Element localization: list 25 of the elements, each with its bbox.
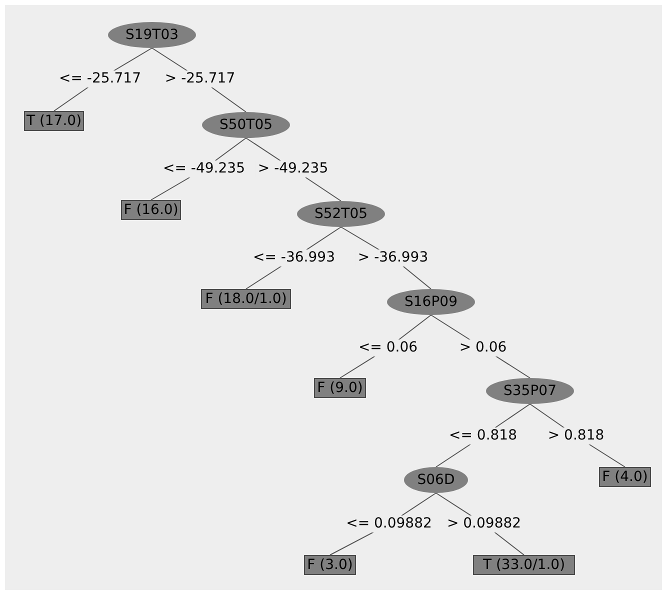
node-label: T (17.0) bbox=[26, 113, 82, 129]
node-label: S50T05 bbox=[219, 117, 273, 133]
node-label: S35P07 bbox=[504, 383, 556, 399]
edge-label: <= -25.717 bbox=[57, 70, 143, 88]
edge-label: <= -49.235 bbox=[161, 160, 247, 178]
decision-ellipse bbox=[297, 201, 385, 227]
node-label: F (9.0) bbox=[317, 380, 363, 396]
leaf-box bbox=[473, 555, 575, 575]
edge-label: <= -36.993 bbox=[251, 250, 337, 266]
leaf-box bbox=[201, 289, 291, 309]
decision-ellipse bbox=[108, 22, 196, 48]
node-label: S52T05 bbox=[314, 206, 368, 222]
node-label: F (18.0/1.0) bbox=[205, 291, 287, 307]
node-label: S16P09 bbox=[404, 294, 458, 310]
node-label: S06D bbox=[417, 472, 455, 488]
node-label: F (4.0) bbox=[602, 469, 648, 485]
node-label: T (33.0/1.0) bbox=[482, 557, 566, 573]
decision-ellipse bbox=[486, 378, 574, 404]
node-label: F (3.0) bbox=[307, 557, 353, 573]
decision-ellipse bbox=[202, 112, 290, 138]
decision-ellipse bbox=[387, 289, 475, 315]
edge-label: <= 0.818 bbox=[447, 428, 519, 444]
decision-ellipse bbox=[404, 467, 468, 493]
node-label: S19T03 bbox=[125, 27, 179, 43]
node-label: F (16.0) bbox=[124, 202, 178, 218]
